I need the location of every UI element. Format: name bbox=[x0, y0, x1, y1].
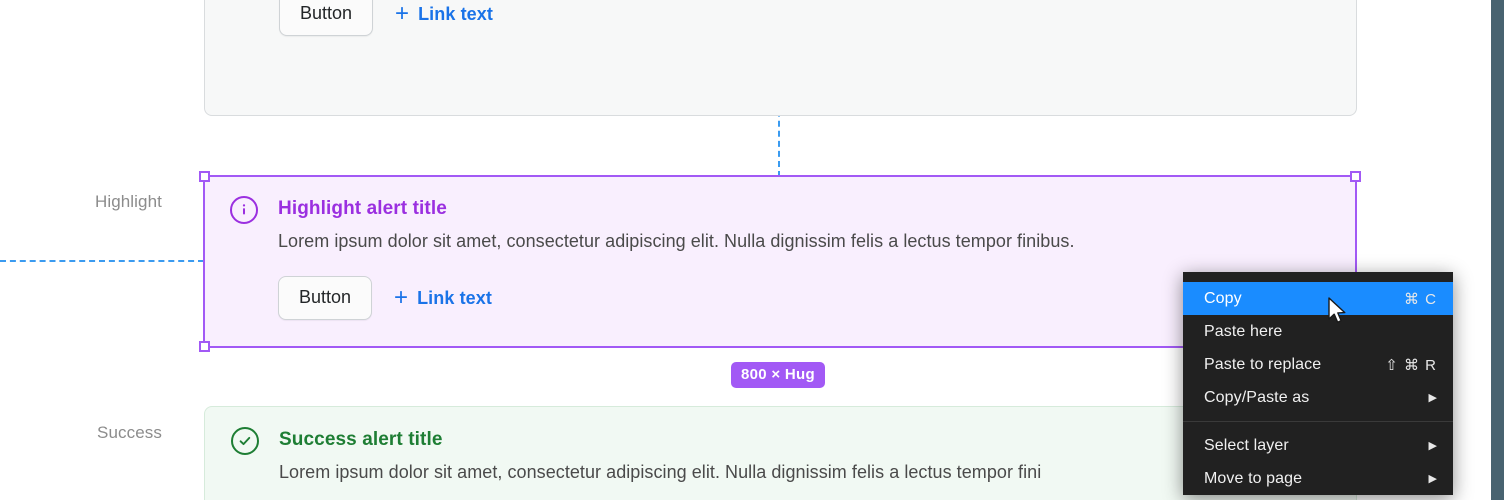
context-menu-separator bbox=[1183, 421, 1453, 422]
alert-button-neutral[interactable]: Button bbox=[279, 0, 374, 37]
context-menu-item-copy-paste-as[interactable]: Copy/Paste as ▶ bbox=[1183, 381, 1453, 414]
alert-card-neutral[interactable]: Lorem ipsum dolor sit amet, consectetur … bbox=[204, 0, 1357, 116]
context-menu[interactable]: Copy ⌘ C Paste here Paste to replace ⇧ ⌘… bbox=[1183, 272, 1453, 495]
alert-card-highlight[interactable]: Highlight alert title Lorem ipsum dolor … bbox=[204, 176, 1357, 348]
context-menu-label: Copy bbox=[1204, 289, 1242, 307]
context-menu-label: Copy/Paste as bbox=[1204, 388, 1310, 406]
alert-card-success[interactable]: Success alert title Lorem ipsum dolor si… bbox=[204, 406, 1357, 500]
row-label-success: Success bbox=[97, 423, 162, 442]
right-edge-panel-strip bbox=[1491, 0, 1504, 500]
chevron-right-icon: ▶ bbox=[1428, 392, 1437, 404]
chevron-right-icon: ▶ bbox=[1428, 473, 1437, 485]
row-label-highlight: Highlight bbox=[94, 192, 162, 211]
alert-description-success: Lorem ipsum dolor sit amet, consectetur … bbox=[279, 462, 1042, 482]
context-menu-item-copy[interactable]: Copy ⌘ C bbox=[1183, 282, 1453, 315]
alert-description-highlight: Lorem ipsum dolor sit amet, consectetur … bbox=[278, 231, 1075, 251]
alert-link-label-highlight: Link text bbox=[417, 287, 492, 308]
context-menu-item-move-to-page[interactable]: Move to page ▶ bbox=[1183, 462, 1453, 495]
context-menu-label: Paste here bbox=[1204, 322, 1283, 340]
horizontal-guide-line bbox=[0, 260, 204, 262]
mouse-cursor bbox=[1328, 297, 1348, 332]
alert-link-highlight[interactable]: + Link text bbox=[394, 286, 492, 310]
context-menu-item-paste-here[interactable]: Paste here bbox=[1183, 315, 1453, 348]
context-menu-label: Move to page bbox=[1204, 469, 1303, 487]
context-menu-item-select-layer[interactable]: Select layer ▶ bbox=[1183, 429, 1453, 462]
alert-button-highlight[interactable]: Button bbox=[278, 276, 373, 321]
info-circle-icon bbox=[230, 196, 258, 224]
alert-link-neutral[interactable]: + Link text bbox=[395, 2, 493, 26]
alert-title-success: Success alert title bbox=[279, 429, 443, 450]
context-menu-shortcut: ⌘ C bbox=[1404, 290, 1437, 308]
plus-icon: + bbox=[394, 284, 409, 312]
chevron-right-icon: ▶ bbox=[1428, 440, 1437, 452]
context-menu-label: Select layer bbox=[1204, 436, 1289, 454]
context-menu-item-paste-to-replace[interactable]: Paste to replace ⇧ ⌘ R bbox=[1183, 348, 1453, 381]
selection-size-badge: 800 × Hug bbox=[731, 362, 825, 388]
context-menu-label: Paste to replace bbox=[1204, 355, 1322, 373]
alert-link-label-neutral: Link text bbox=[418, 3, 493, 24]
check-circle-icon bbox=[231, 427, 259, 455]
alert-title-highlight: Highlight alert title bbox=[278, 198, 447, 219]
plus-icon: + bbox=[395, 0, 410, 28]
context-menu-shortcut: ⇧ ⌘ R bbox=[1385, 356, 1437, 374]
